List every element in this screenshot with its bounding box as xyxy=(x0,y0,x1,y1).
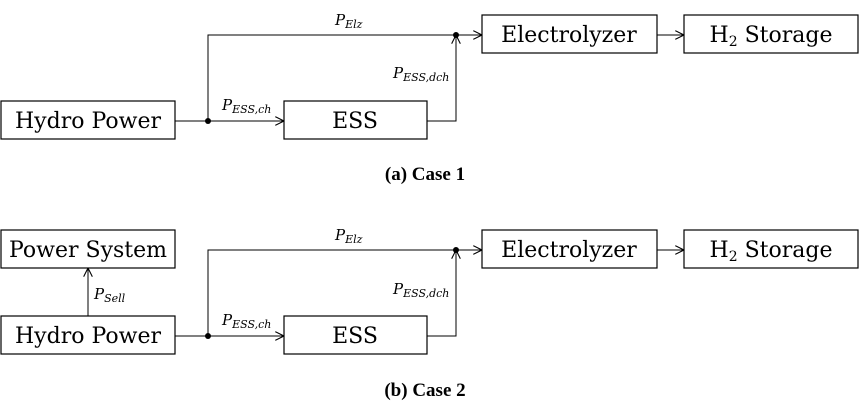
case1-p-ess-dch-arrow xyxy=(427,35,456,122)
case2-p-ess-dch-arrow xyxy=(427,250,456,337)
case1-ess-label: ESS xyxy=(332,109,378,134)
case2-power-system-block: Power System xyxy=(0,229,176,269)
case1-electrolyzer-block: Electrolyzer xyxy=(481,14,658,54)
case2-electrolyzer-block: Electrolyzer xyxy=(481,229,658,269)
case2-p-ess-dch-label: PESS,dch xyxy=(392,280,449,300)
case2-p-ess-ch-label: PESS,ch xyxy=(221,311,271,331)
case2-h2-storage-label: H2 Storage xyxy=(710,238,833,265)
case2-split-node xyxy=(205,333,211,339)
case2-power-system-label: Power System xyxy=(9,238,167,263)
case1-h2-storage-label: H2 Storage xyxy=(710,23,833,50)
case1-caption: (a) Case 1 xyxy=(385,164,465,185)
case2-h2-storage-block: H2 Storage xyxy=(683,229,859,269)
case2-electrolyzer-label: Electrolyzer xyxy=(501,238,637,263)
case2-ess-block: ESS xyxy=(283,315,428,355)
case1-hydro-power-label: Hydro Power xyxy=(15,109,161,134)
case1-p-ess-dch-label: PESS,dch xyxy=(392,64,449,84)
case2-p-elz-arrow xyxy=(207,250,482,336)
case1-p-elz-label: PElz xyxy=(334,11,363,31)
case2-hydro-power-label: Hydro Power xyxy=(15,324,161,349)
case2-ess-label: ESS xyxy=(332,324,378,349)
case2-diagram: Power System Hydro Power ESS Electrolyze… xyxy=(0,226,859,401)
case2-p-elz-label: PElz xyxy=(334,226,363,246)
case1-ess-block: ESS xyxy=(283,100,428,140)
case1-p-elz-arrow xyxy=(207,35,482,121)
case1-p-ess-ch-label: PESS,ch xyxy=(221,96,271,116)
case1-h2-storage-block: H2 Storage xyxy=(683,14,859,54)
case1-split-node xyxy=(205,118,211,124)
case1-hydro-power-block: Hydro Power xyxy=(0,100,176,140)
case2-p-sell-label: PSell xyxy=(93,285,126,305)
case1-electrolyzer-label: Electrolyzer xyxy=(501,23,637,48)
case1-diagram: Hydro Power ESS Electrolyzer H2 Storage … xyxy=(0,11,859,185)
case2-caption: (b) Case 2 xyxy=(384,380,465,401)
case1-merge-node xyxy=(453,32,459,38)
case2-hydro-power-block: Hydro Power xyxy=(0,315,176,355)
case2-merge-node xyxy=(453,247,459,253)
